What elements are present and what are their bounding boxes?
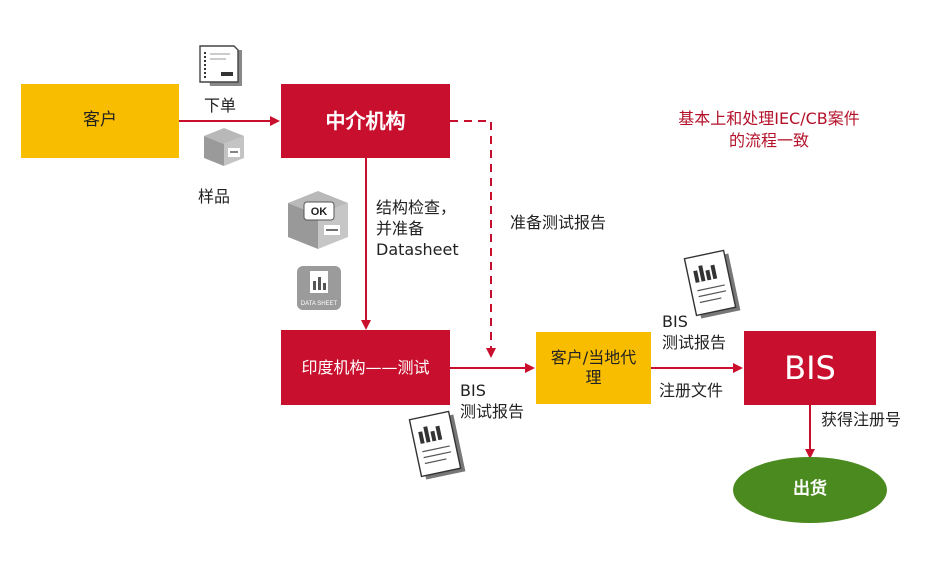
ship-label: 出货 (793, 479, 827, 500)
note-line-1: 基本上和处理IEC/CB案件 (678, 109, 860, 128)
ok-box-icon: OK (288, 191, 348, 249)
customer-agent-label: 客户/当地代理 (550, 348, 637, 387)
bis-box: BIS (744, 331, 876, 405)
get-reg-no-label: 获得注册号 (821, 410, 902, 429)
order-document-icon (199, 45, 242, 86)
customer-box: 客户 (21, 84, 179, 158)
customer-agent-box: 客户/当地代理 (536, 332, 651, 404)
check-label: 结构检查， 并准备 Datasheet (376, 197, 459, 260)
ok-label: OK (311, 206, 328, 218)
check-line-3: Datasheet (376, 240, 459, 259)
report-document-icon-1 (408, 410, 466, 480)
customer-label: 客户 (83, 110, 117, 131)
report-document-icon-2 (683, 249, 741, 319)
agency-box: 中介机构 (281, 84, 450, 158)
report1-line-1: BIS (460, 381, 486, 400)
register-docs-label: 注册文件 (659, 381, 724, 400)
bis-label: BIS (784, 349, 836, 387)
sample-label: 样品 (198, 187, 231, 206)
report1-label: BIS 测试报告 (460, 380, 524, 422)
ship-ellipse: 出货 (733, 457, 887, 523)
datasheet-icon: DATA SHEET (297, 266, 341, 310)
check-line-1: 结构检查， (376, 198, 457, 217)
agency-label: 中介机构 (325, 108, 406, 133)
check-line-2: 并准备 (376, 219, 425, 238)
report2-line-1: BIS (662, 312, 688, 331)
order-label: 下单 (204, 96, 237, 115)
india-lab-box: 印度机构——测试 (281, 330, 450, 405)
report2-line-2: 测试报告 (662, 333, 727, 352)
dashed-arrow-prepare-report (450, 120, 496, 358)
india-lab-label: 印度机构——测试 (301, 357, 430, 377)
sample-box-icon (204, 128, 244, 166)
note-line-2: 的流程一致 (728, 131, 809, 150)
prepare-report-label: 准备测试报告 (510, 213, 607, 232)
report2-label: BIS 测试报告 (662, 311, 726, 353)
report1-line-2: 测试报告 (460, 402, 525, 421)
process-note: 基本上和处理IEC/CB案件 的流程一致 (664, 108, 874, 152)
datasheet-label: DATA SHEET (301, 301, 338, 307)
